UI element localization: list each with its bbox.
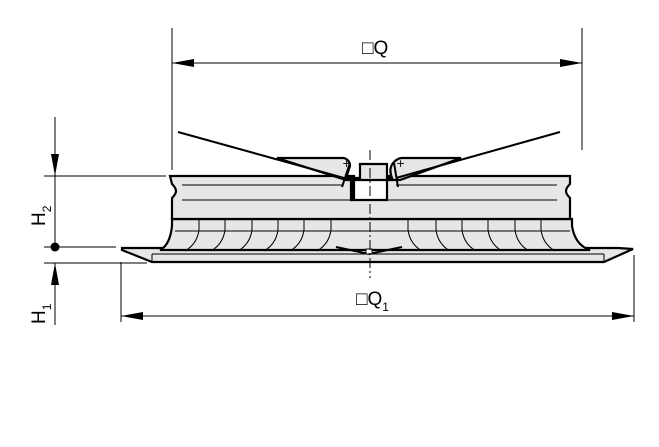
drawing-stroke: □Q: [362, 38, 388, 59]
drawing-stroke: [393, 162, 399, 188]
drawing-stroke: [263, 219, 279, 252]
drawing-stroke: [276, 156, 462, 182]
square-symbol: □: [362, 38, 374, 59]
dimension-label-h2: H: [29, 212, 50, 226]
drawing-stroke: H1: [29, 303, 54, 324]
pivot-mark-right: +: [396, 157, 405, 170]
blade-left: [177, 131, 345, 179]
drawing-stroke: [514, 219, 530, 252]
drawing-stroke: [168, 174, 572, 221]
drawing-stroke: 2: [40, 205, 54, 212]
drawing-stroke: [365, 248, 373, 255]
diffuser-body: + +: [120, 131, 634, 264]
drawing-stroke: [540, 219, 556, 252]
dimension-label-h1: H: [29, 310, 50, 324]
dimension-label-q1: Q: [367, 289, 382, 310]
drawing-stroke: [159, 217, 591, 252]
dimension-q1: □Q1: [120, 255, 635, 322]
drawing-stroke: [237, 219, 253, 252]
drawing-stroke: [210, 219, 226, 252]
drawing-stroke: [487, 219, 503, 252]
blade-right: [395, 131, 561, 179]
dimension-q: □Q: [171, 28, 583, 170]
drawing-stroke: 1: [382, 300, 389, 314]
vanes: [184, 219, 556, 252]
drawing-stroke: □: [356, 289, 368, 310]
drawing-stroke: [50, 242, 60, 252]
drawing-stroke: [407, 219, 423, 252]
drawing-stroke: [461, 219, 477, 252]
drawing-stroke: H2: [29, 205, 54, 226]
drawing-stroke: □Q1: [356, 289, 389, 314]
drawing-stroke: [341, 162, 351, 188]
drawing-stroke: [184, 219, 200, 252]
dimension-label-q: Q: [373, 38, 388, 59]
drawing-stroke: [316, 219, 332, 252]
drawing-stroke: [435, 219, 451, 252]
dimension-h: H2 H1: [29, 117, 166, 325]
pivot-mark-left: +: [342, 157, 351, 170]
drawing-stroke: 1: [40, 303, 54, 310]
drawing-stroke: [289, 219, 305, 252]
